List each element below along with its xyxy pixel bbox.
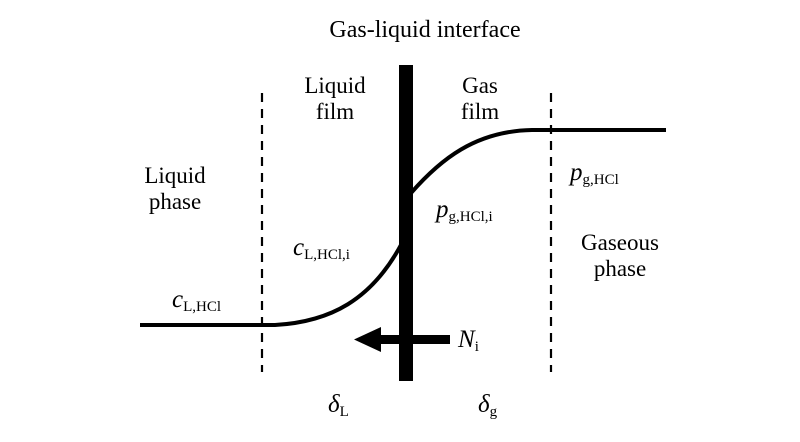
label-liquid-phase-line1: Liquid: [144, 163, 206, 188]
symbol-c-bulk-main: c: [172, 286, 184, 313]
symbol-c-interface-sub: L,HCl,i: [304, 247, 350, 263]
interface-bar: [399, 65, 413, 381]
symbol-delta-liquid-main: δ: [328, 391, 340, 418]
symbol-flux-main: N: [458, 326, 475, 353]
symbol-p-interface-sub: g,HCl,i: [448, 209, 493, 225]
label-gas-film-line2: film: [460, 99, 500, 124]
label-gas-film-line1: Gas: [462, 73, 498, 98]
label-liquid-film: Liquid film: [285, 73, 385, 125]
symbol-p-interface-main: p: [436, 196, 449, 223]
label-liquid-phase-line2: phase: [148, 189, 202, 214]
symbol-c-bulk-sub: L,HCl: [183, 299, 222, 315]
symbol-delta-gas: δg: [478, 391, 498, 420]
symbol-p-interface: pg,HCl,i: [436, 196, 493, 225]
symbol-delta-gas-main: δ: [478, 391, 490, 418]
symbol-p-bulk: pg,HCl: [570, 159, 619, 188]
flux-arrow-shaft: [376, 335, 450, 344]
symbol-delta-liquid: δL: [328, 391, 349, 420]
symbol-c-interface: cL,HCl,i: [293, 234, 350, 263]
symbol-delta-gas-sub: g: [489, 404, 498, 420]
label-liquid-film-line1: Liquid: [304, 73, 366, 98]
gas-pressure-profile: [409, 128, 666, 195]
symbol-c-bulk: cL,HCl: [172, 286, 222, 315]
diagram-title: Gas-liquid interface: [329, 17, 521, 43]
label-gaseous-phase-line2: phase: [593, 256, 647, 281]
symbol-flux: Ni: [458, 326, 479, 355]
label-liquid-film-line2: film: [315, 99, 355, 124]
label-gas-film: Gas film: [430, 73, 530, 125]
symbol-delta-liquid-sub: L: [339, 404, 349, 420]
symbol-flux-sub: i: [474, 339, 479, 355]
symbol-c-interface-main: c: [293, 234, 305, 261]
label-gaseous-phase: Gaseous phase: [565, 230, 675, 282]
flux-arrow: [354, 327, 450, 352]
label-gaseous-phase-line1: Gaseous: [581, 230, 659, 255]
symbol-p-bulk-sub: g,HCl: [582, 172, 619, 188]
symbol-p-bulk-main: p: [570, 159, 583, 186]
flux-arrow-head: [354, 327, 381, 352]
label-liquid-phase: Liquid phase: [120, 163, 230, 215]
liquid-concentration-profile: [140, 242, 404, 327]
